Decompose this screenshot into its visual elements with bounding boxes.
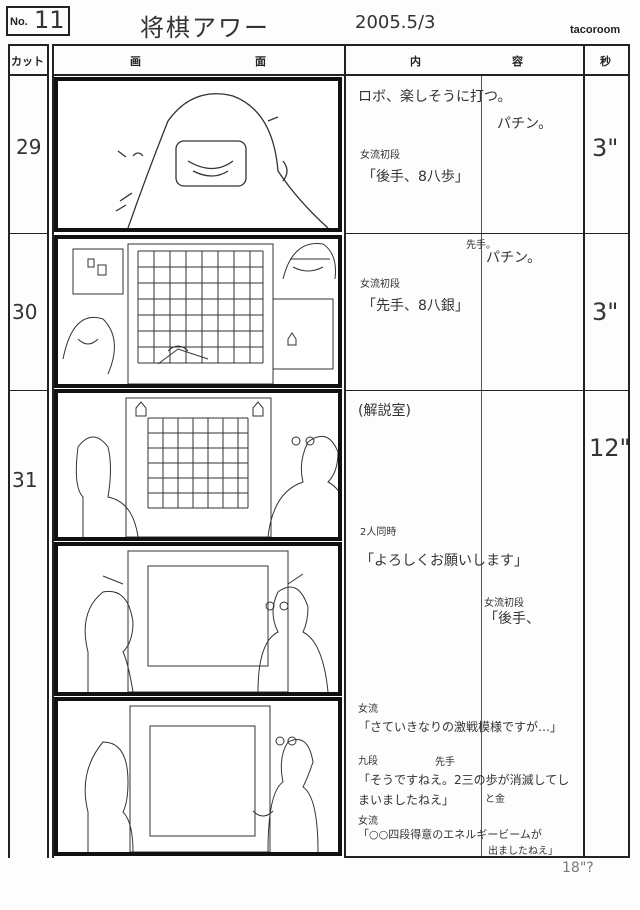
correction-note: 先手 xyxy=(435,757,455,768)
speaker: 九段 xyxy=(358,756,378,767)
sound-effect: パチン。 xyxy=(497,116,553,132)
cut-number: 30 xyxy=(12,300,38,324)
sheet-number-box xyxy=(6,6,70,36)
brand-logo: tacoroom xyxy=(570,24,621,36)
panel-shogi-board xyxy=(54,235,342,388)
action-note: ロボ、楽しそうに打つ。 xyxy=(358,89,512,105)
panel-commentary-room xyxy=(54,389,342,541)
speaker: 女流初段 xyxy=(360,279,400,290)
page-title: 将棋アワー xyxy=(140,14,270,42)
dialogue-continued: 出ましたねえ」 xyxy=(488,846,558,857)
dialogue: 「後手、 xyxy=(484,611,540,627)
dialogue: 「後手、8八歩」 xyxy=(362,169,469,185)
column-header-seconds: 秒 xyxy=(600,56,611,68)
note: 先手。 xyxy=(466,240,496,251)
panel-commentators-board xyxy=(54,542,342,696)
column-header-picture-2: 面 xyxy=(255,56,266,68)
cut-number: 31 xyxy=(12,468,38,492)
dialogue: 「よろしくお願いします」 xyxy=(360,553,528,569)
column-header-content: 内 xyxy=(410,56,421,68)
total-duration: 18"? xyxy=(562,860,594,876)
dialogue: 「そうですねえ。2三の歩が消滅してしまいましたねえ」 xyxy=(358,773,570,807)
cut-number: 29 xyxy=(16,135,42,159)
sheet-number: 11 xyxy=(34,6,65,34)
speaker: 女流 xyxy=(358,704,378,715)
sheet-number-label: No. xyxy=(10,16,28,28)
correction-note: と金 xyxy=(485,794,505,805)
speaker: 2人同時 xyxy=(360,527,397,538)
duration: 12" xyxy=(589,434,631,462)
speaker: 女流初段 xyxy=(360,150,400,161)
dialogue: 「先手、8八銀」 xyxy=(362,298,469,314)
column-header-picture: 画 xyxy=(130,56,141,68)
date: 2005.5/3 xyxy=(355,12,436,33)
panel-commentators-closeup xyxy=(54,697,342,856)
dialogue: 「さていきなりの激戦模様ですが…」 xyxy=(358,720,563,734)
column-header-content-2: 容 xyxy=(512,56,523,68)
column-header-cut: カット xyxy=(11,56,44,68)
dialogue: 「○○四段得意のエネルギービームが xyxy=(358,828,542,841)
panel-robot-playing xyxy=(54,77,342,232)
speaker: 女流初段 xyxy=(484,598,524,609)
duration: 3" xyxy=(592,134,619,162)
sound-effect: パチン。 xyxy=(486,250,542,266)
duration: 3" xyxy=(592,298,619,326)
scene-note: (解説室) xyxy=(358,403,411,419)
speaker: 女流 xyxy=(358,816,378,827)
